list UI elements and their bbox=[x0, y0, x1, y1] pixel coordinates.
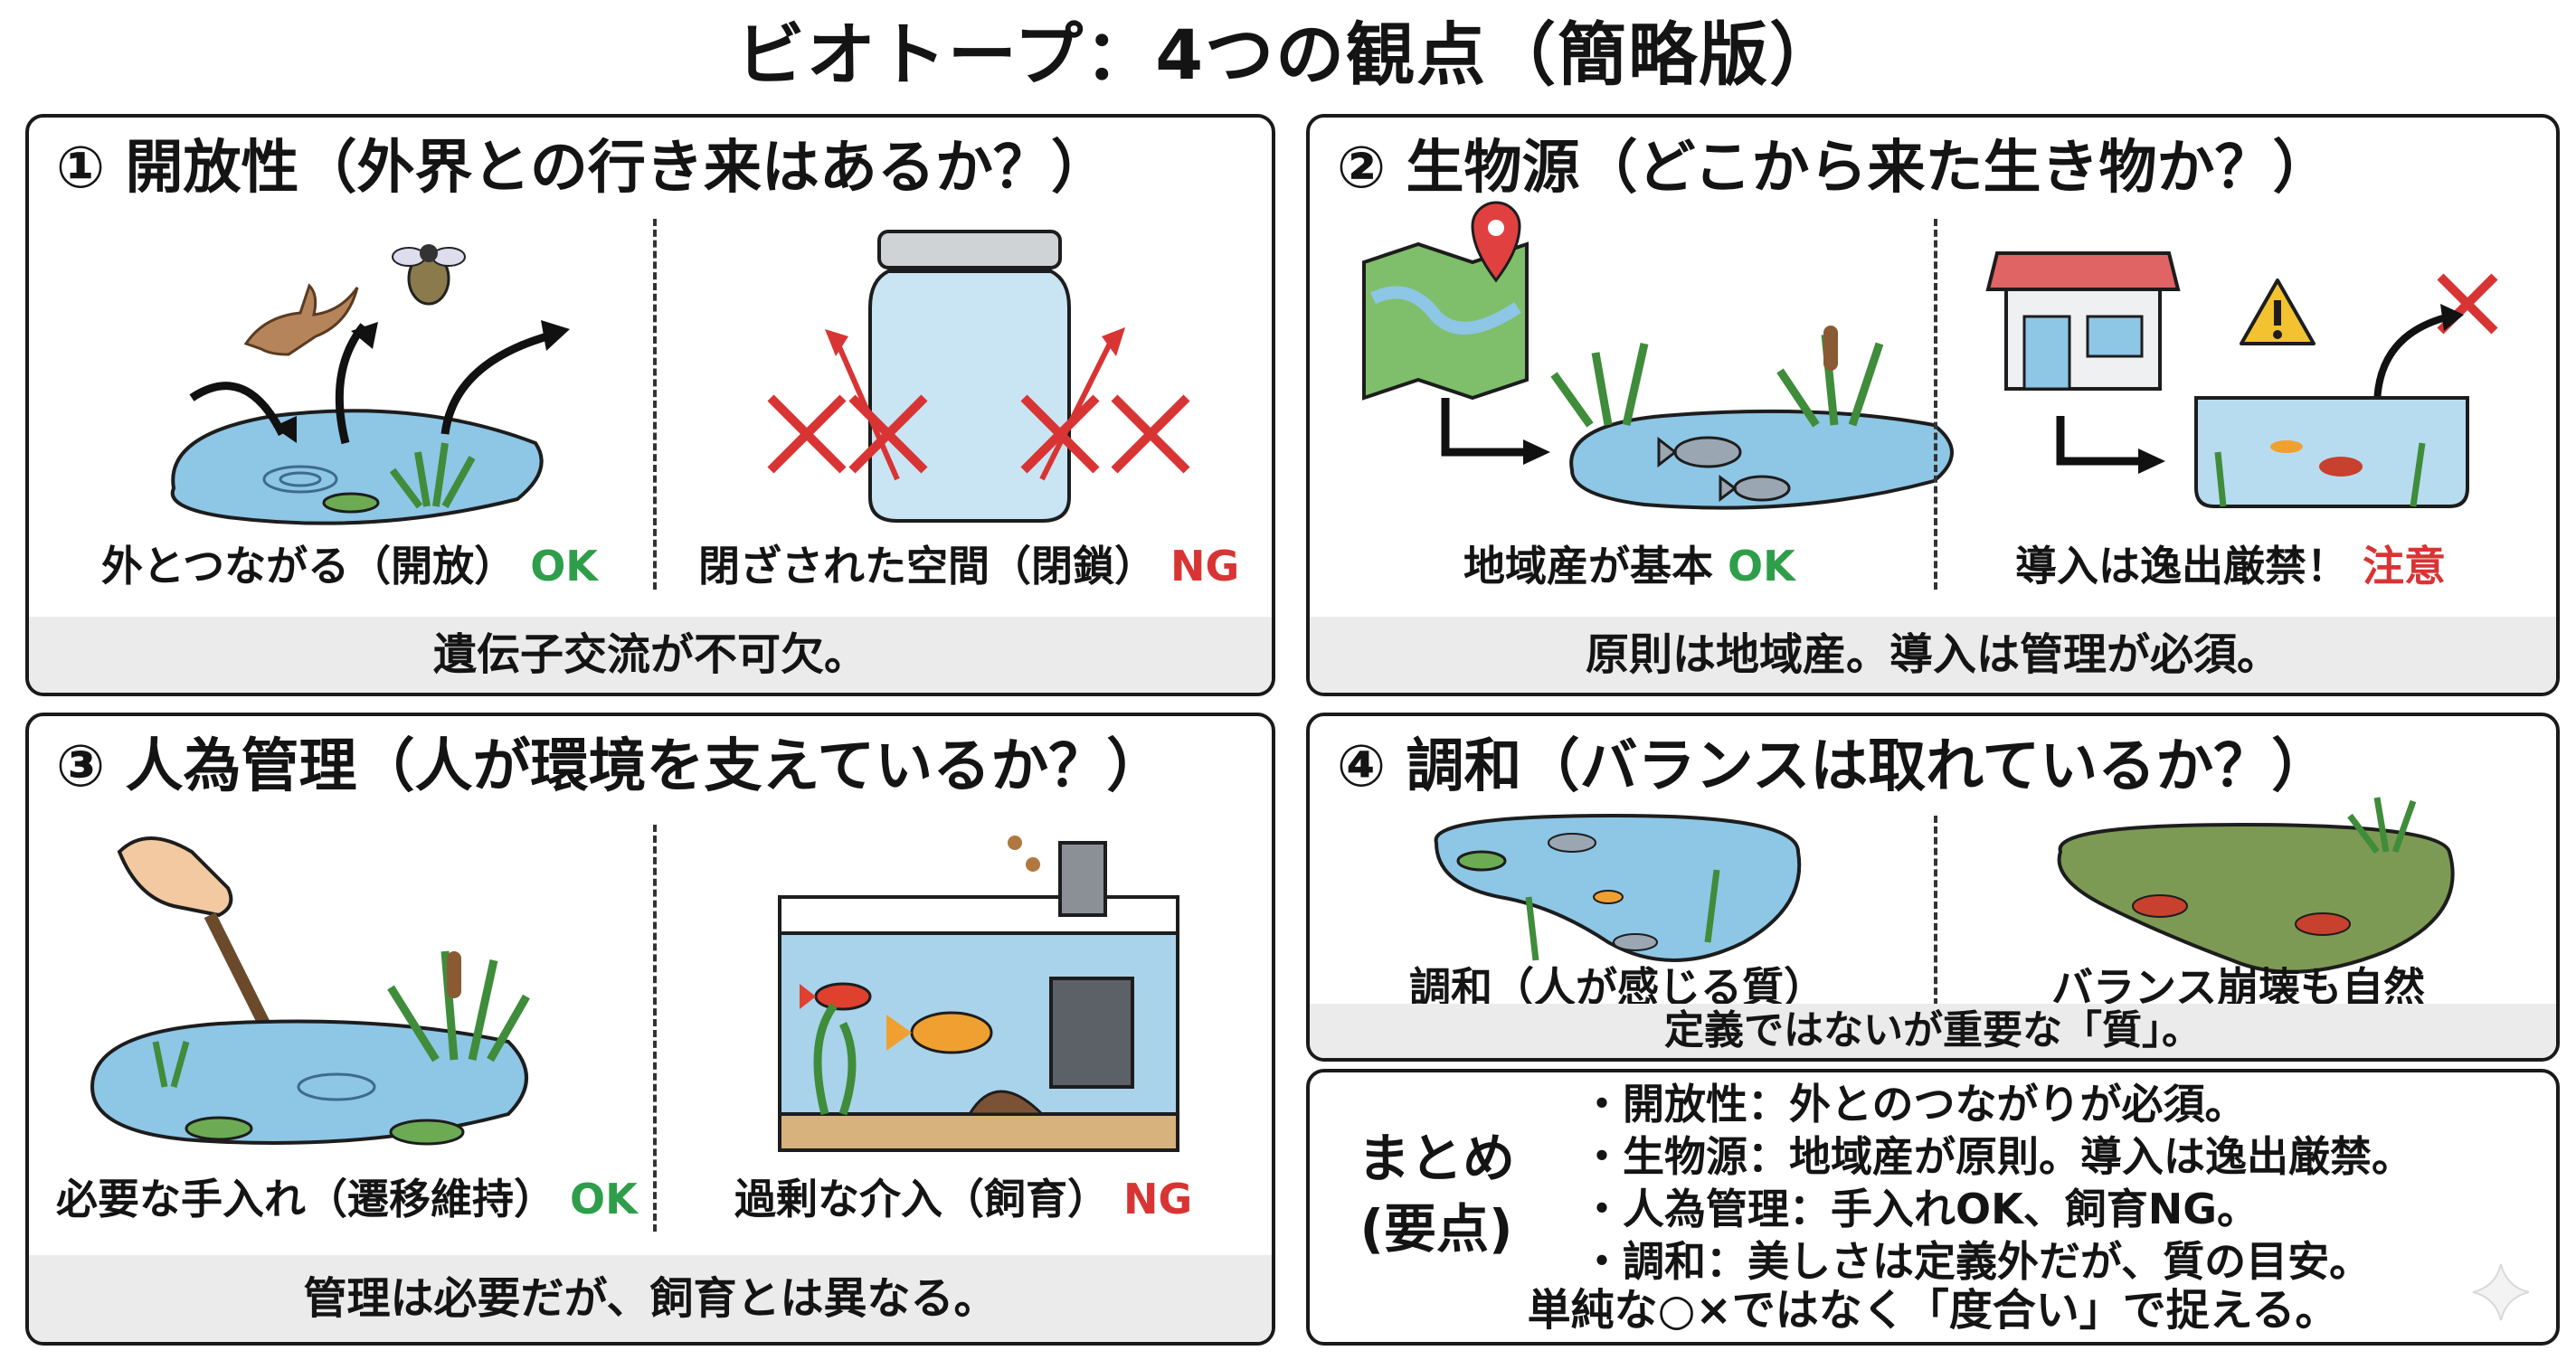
hand-icon bbox=[117, 836, 233, 918]
shop-icon bbox=[1985, 251, 2181, 391]
summary-item: ・人為管理：手入れOK、飼育NG。 bbox=[1581, 1185, 2259, 1233]
summary-footer: 単純な○×ではなく「度合い」で捉える。 bbox=[1527, 1285, 2339, 1336]
management-conclusion: 管理は必要だが、飼育とは異なる。 bbox=[29, 1255, 1272, 1342]
origin-left-caption: 地域産が基本 OK bbox=[1463, 542, 1795, 590]
maintained-pond-illustration bbox=[90, 836, 530, 1146]
management-left-caption: 必要な手入れ（遷移維持） OK bbox=[56, 1175, 638, 1223]
origin-conclusion: 原則は地域産。導入は管理が必須。 bbox=[1310, 617, 2556, 693]
summary-list: ・開放性：外とのつながりが必須。 ・生物源：地域産が原則。導入は逸出厳禁。 ・人… bbox=[1581, 1078, 2413, 1288]
sparkle-icon bbox=[2472, 1263, 2530, 1321]
status-caution: 注意 bbox=[2363, 542, 2447, 590]
imbalance-pond-illustration bbox=[2057, 797, 2455, 974]
fish-icon bbox=[800, 982, 993, 1054]
panel-origin: ② 生物源（どこから来た生き物か？） 地域産が基本 OK bbox=[1306, 114, 2560, 696]
introduced-tank-illustration bbox=[1985, 251, 2498, 508]
panel-openness: ① 開放性（外界との行き来はあるか？） 外とつながる（開放） OK bbox=[25, 114, 1275, 696]
pond-water bbox=[1569, 409, 1954, 510]
pond-water bbox=[2057, 822, 2455, 974]
panel-harmony: ④ 調和（バランスは取れているか？） 調和（人が感じる質） バランス崩壊も自然 … bbox=[1306, 713, 2560, 1062]
open-pond-illustration bbox=[170, 244, 570, 525]
harmony-conclusion: 定義ではないが重要な「質」。 bbox=[1310, 1004, 2556, 1058]
arrow-icon bbox=[1441, 398, 1527, 457]
openness-left-caption: 外とつながる（開放） OK bbox=[101, 542, 598, 590]
status-ok: OK bbox=[530, 542, 598, 590]
closed-jar-illustration bbox=[767, 230, 1190, 523]
status-ng: NG bbox=[1123, 1175, 1193, 1223]
panel-origin-title: ② 生物源（どこから来た生き物か？） bbox=[1337, 135, 2331, 202]
crayfish-icon bbox=[2270, 440, 2363, 477]
panel-openness-title: ① 開放性（外界との行き来はあるか？） bbox=[56, 135, 1109, 202]
map-pin-icon bbox=[1362, 201, 1529, 401]
pond-water bbox=[90, 1019, 528, 1145]
arrow-icon bbox=[831, 333, 1117, 481]
origin-right-caption: 導入は逸出厳禁！ 注意 bbox=[2015, 542, 2447, 590]
harmony-pond-illustration bbox=[1434, 813, 1802, 962]
fish-icon bbox=[1657, 436, 1791, 502]
warning-icon bbox=[2240, 279, 2316, 345]
local-pond-illustration bbox=[1362, 201, 1954, 510]
status-ok: OK bbox=[570, 1175, 638, 1223]
panel-harmony-title: ④ 調和（バランスは取れているか？） bbox=[1337, 733, 2330, 800]
crayfish-icon bbox=[2132, 894, 2351, 936]
management-right-caption: 過剰な介入（飼育） NG bbox=[734, 1175, 1193, 1223]
arrow-icon bbox=[189, 320, 570, 445]
status-ng: NG bbox=[1170, 542, 1240, 590]
summary-item: ・生物源：地域産が原則。導入は逸出厳禁。 bbox=[1581, 1132, 2413, 1181]
panel-divider bbox=[1934, 816, 1937, 1006]
panel-management-title: ③ 人為管理（人が環境を支えているか？） bbox=[56, 733, 1165, 800]
arrow-icon bbox=[2056, 416, 2142, 466]
status-ok: OK bbox=[1728, 542, 1795, 590]
summary-item: ・調和：美しさは定義外だが、質の目安。 bbox=[1581, 1237, 2372, 1286]
jar-icon bbox=[868, 230, 1071, 523]
bird-icon bbox=[243, 283, 359, 356]
aquarium-illustration bbox=[778, 836, 1179, 1152]
summary-label: まとめ (要点) bbox=[1357, 1128, 1515, 1260]
panel-management: ③ 人為管理（人が環境を支えているか？） 必要な手入れ（遷移維持） OK bbox=[25, 713, 1275, 1346]
panel-divider bbox=[653, 219, 657, 590]
panel-summary: まとめ (要点) ・開放性：外とのつながりが必須。 ・生物源：地域産が原則。導入… bbox=[1306, 1069, 2560, 1346]
fly-icon bbox=[392, 244, 466, 306]
openness-conclusion: 遺伝子交流が不可欠。 bbox=[29, 617, 1272, 693]
panel-divider bbox=[653, 825, 657, 1232]
openness-right-caption: 閉ざされた空間（閉鎖） NG bbox=[698, 542, 1240, 590]
panel-divider bbox=[1934, 219, 1937, 590]
page-title: ビオトープ：4つの観点（簡略版） bbox=[735, 14, 1841, 95]
summary-item: ・開放性：外とのつながりが必須。 bbox=[1581, 1080, 2247, 1129]
fish-icon bbox=[1548, 833, 1658, 951]
